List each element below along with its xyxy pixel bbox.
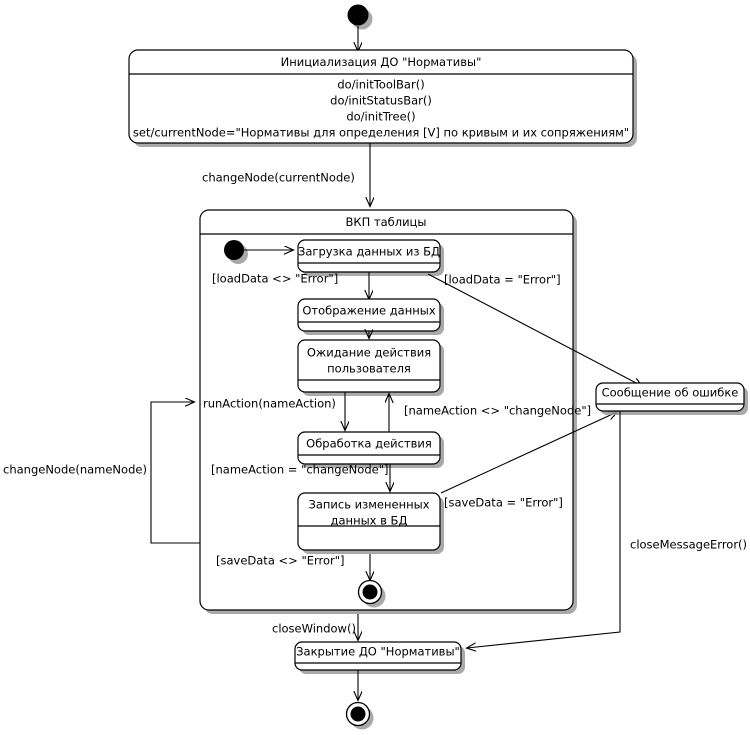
state-show-data-name: Отображение данных — [302, 304, 436, 318]
start-node-inner — [224, 240, 248, 264]
start-node-top — [347, 4, 373, 30]
label-name-action-not-change: [nameAction <> "changeNode"] — [404, 404, 591, 418]
state-load-data: Загрузка данных из БД — [297, 239, 444, 276]
label-change-node-name: changeNode(nameNode) — [3, 463, 147, 477]
state-show-data: Отображение данных — [297, 298, 444, 335]
init-action-1: do/initStatusBar() — [330, 94, 432, 108]
composite-state-name: ВКП таблицы — [346, 215, 427, 229]
init-action-2: do/initTree() — [346, 110, 415, 124]
label-change-node-current: changeNode(currentNode) — [202, 171, 355, 185]
state-save-data-name-line2: данных в БД — [331, 514, 408, 528]
transition-save-to-error — [440, 412, 617, 494]
state-save-data: Запись измененных данных в БД — [297, 492, 444, 554]
label-save-data-ok: [saveData <> "Error"] — [216, 554, 345, 568]
label-name-action-change: [nameAction = "changeNode"] — [211, 463, 388, 477]
label-load-data-error: [loadData = "Error"] — [444, 273, 561, 287]
state-wait-user-name-line1: Ожидание действия — [307, 346, 431, 360]
transition-change-node-loop — [150, 402, 200, 544]
final-state-bottom — [345, 701, 374, 730]
state-close-document-name: Закрытие ДО "Нормативы" — [296, 645, 460, 659]
label-load-data-ok: [loadData <> "Error"] — [212, 272, 338, 286]
final-state-inner — [357, 579, 386, 608]
init-action-3: set/currentNode="Нормативы для определен… — [133, 126, 629, 140]
state-initialization: Инициализация ДО "Нормативы" do/initTool… — [128, 49, 637, 147]
state-error-message: Сообщение об ошибке — [595, 382, 748, 415]
composite-state-vkp: ВКП таблицы — [199, 209, 577, 614]
label-close-window: closeWindow() — [272, 622, 356, 636]
state-wait-user-name-line2: пользователя — [327, 362, 411, 376]
state-load-data-name: Загрузка данных из БД — [298, 245, 440, 259]
state-wait-user-action: Ожидание действия пользователя — [297, 339, 444, 396]
state-save-data-name-line1: Запись измененных — [308, 498, 429, 512]
transition-load-to-error — [427, 273, 642, 386]
label-save-data-error: [saveData = "Error"] — [444, 496, 563, 510]
state-process-action: Обработка действия — [297, 431, 444, 468]
state-close-document: Закрытие ДО "Нормативы" — [294, 641, 465, 674]
label-close-message-error: closeMessageError() — [630, 538, 747, 552]
transition-close-message-error — [467, 411, 621, 648]
label-run-action: runAction(nameAction) — [203, 397, 336, 411]
state-initialization-name: Инициализация ДО "Нормативы" — [281, 55, 482, 69]
state-error-message-name: Сообщение об ошибке — [602, 386, 739, 400]
init-action-0: do/initToolBar() — [337, 78, 424, 92]
state-process-action-name: Обработка действия — [306, 437, 432, 451]
